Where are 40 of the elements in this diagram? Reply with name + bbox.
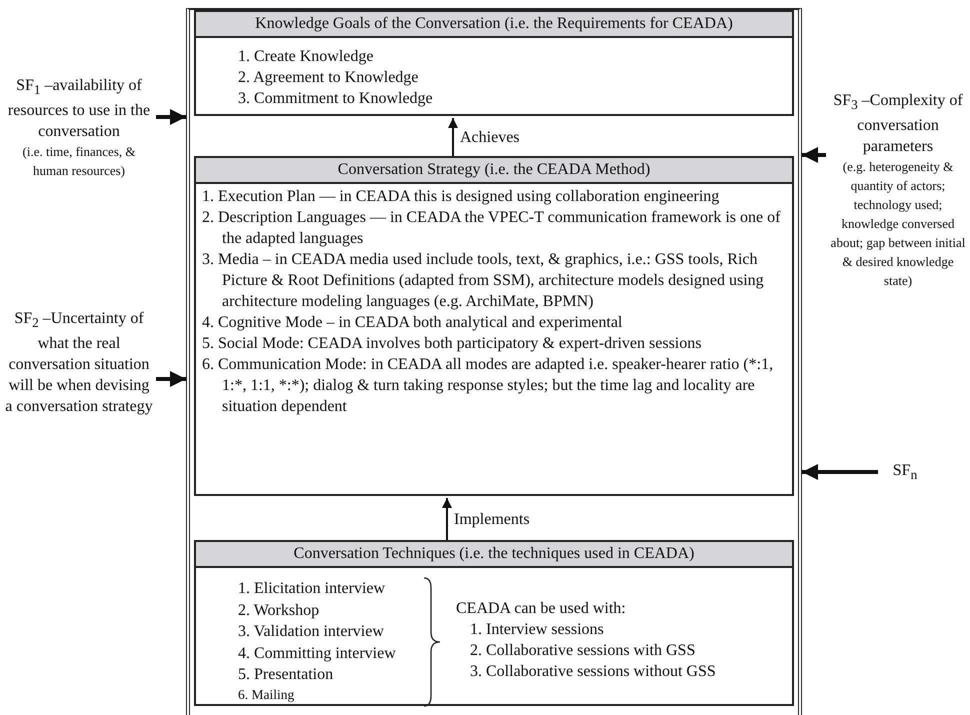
list-item: 5. Social Mode: CEADA involves both participatory & expert-driven sessions xyxy=(202,334,702,354)
heading-band: Conversation Techniques (i.e. the techniques used in CEADA) xyxy=(196,542,792,568)
heading-band: Knowledge Goals of the Conversation (i.e. the Requirements for CEADA) xyxy=(196,12,792,38)
factor-note: (i.e. time, finances, & human resources) xyxy=(22,143,136,180)
factor-note: (e.g. heterogeneity & quantity of actors; technology used; knowledge conversed about; gap between initial & desired knowledge state) xyxy=(830,158,966,290)
arrow xyxy=(448,118,458,158)
arrow xyxy=(802,464,878,480)
list-item: 2. Agreement to Knowledge xyxy=(238,68,420,88)
section-box xyxy=(194,540,794,706)
arrow xyxy=(156,109,186,125)
list-item: 6. Mailing xyxy=(238,686,296,702)
edge-label: Achieves xyxy=(460,128,520,148)
list-item: 3. Media – in CEADA media used include tools, text, & graphics, i.e.: GSS tools, Rich Picture & Root Definitions (adapted from SSM), architecture models designed using architecture modeling languages (e.g. ArchiMate, BPMN) xyxy=(202,250,765,312)
arrow xyxy=(442,498,452,542)
note-text: CEADA can be used with: xyxy=(456,599,627,619)
list-item: 3. Commitment to Knowledge xyxy=(238,89,434,109)
frame-box xyxy=(186,8,802,715)
section-box xyxy=(194,10,794,116)
list-item: 4. Committing interview xyxy=(238,644,397,664)
list-item: 1. Interview sessions xyxy=(470,620,605,640)
factor-label: SF$_{2}$ –Uncertainty of what the real conversation situation will be when devising a conversation strategy xyxy=(4,309,154,418)
arrow xyxy=(802,147,826,163)
list-item: 4. Cognitive Mode – in CEADA both analytical and experimental xyxy=(202,313,624,333)
heading-band: Conversation Strategy (i.e. the CEADA Method) xyxy=(196,158,792,184)
list-item: 1. Execution Plan — in CEADA this is designed using collaboration engineering xyxy=(202,187,720,207)
edge-label: Implements xyxy=(454,510,530,530)
section-box xyxy=(194,156,794,496)
factor-label: SF$_{1}$ –availability of resources to use in the conversation xyxy=(6,76,152,142)
list-item: 1. Create Knowledge xyxy=(238,47,375,67)
list-item: 3. Collaborative sessions without GSS xyxy=(470,662,717,682)
list-item: 2. Collaborative sessions with GSS xyxy=(470,641,696,661)
list-item: 5. Presentation xyxy=(238,665,334,685)
list-item: 2. Description Languages — in CEADA the VPEC-T communication framework is one of the adapted languages xyxy=(202,208,782,249)
list-item: 6. Communication Mode: in CEADA all modes are adapted i.e. speaker-hearer ratio (*:1, 1:*, 1:1, *:*); dialog & turn taking response styles; but the time lag and locality are situation dependent xyxy=(202,355,774,417)
list-item: 2. Workshop xyxy=(238,600,320,620)
list-item: 1. Elicitation interview xyxy=(238,579,386,599)
arrow xyxy=(156,371,186,387)
factor-label: SF$_{n}$ xyxy=(892,461,918,484)
list-item: 3. Validation interview xyxy=(238,622,385,642)
factor-label: SF$_{3}$ –Complexity of conversation parameters xyxy=(832,91,964,158)
